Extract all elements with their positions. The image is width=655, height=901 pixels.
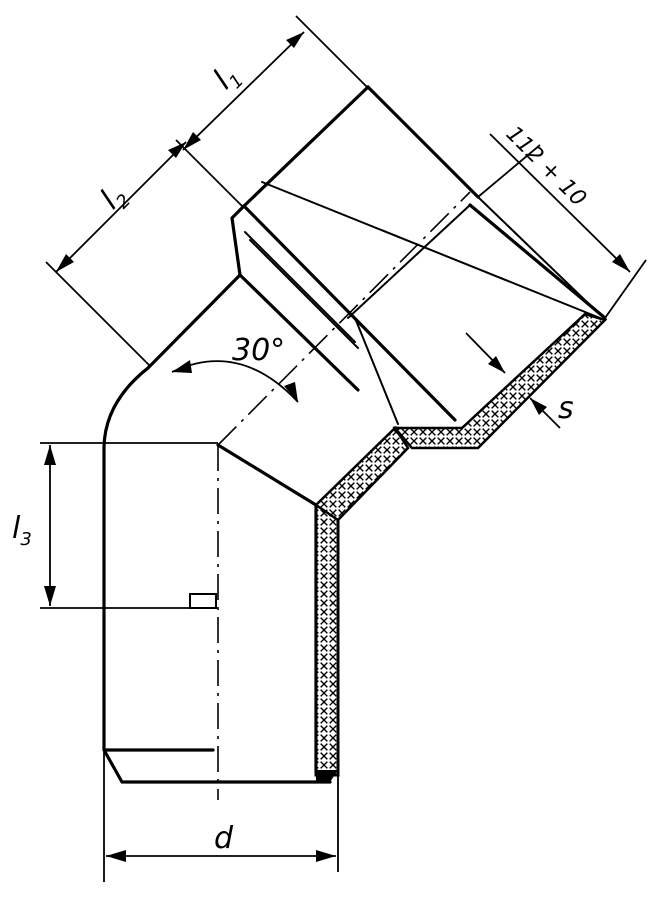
- l3-arrow-bottom: [44, 586, 56, 606]
- dim-d: d: [103, 752, 339, 882]
- socket-wall-hatch: [392, 312, 608, 450]
- socket-ring-line: [261, 181, 601, 319]
- socket-outer-top: [242, 85, 370, 208]
- socket-mid-line: [354, 317, 399, 425]
- dim-112-arrow-bottom: [612, 254, 630, 272]
- l1-arrow-bottom: [183, 132, 201, 150]
- l2-arrow-bottom: [56, 254, 74, 272]
- label-l3: l3: [12, 511, 32, 550]
- socket-branch: [146, 85, 608, 507]
- bottom-end-chamfer: [102, 748, 332, 784]
- vertical-wall-hatch: [314, 503, 340, 777]
- angle-arrow-left: [172, 360, 192, 373]
- socket-end-outer: [366, 85, 480, 199]
- elbow-outer-curve: [102, 366, 150, 752]
- label-d: d: [214, 821, 234, 856]
- l2-arrow-top: [168, 142, 186, 158]
- dim-112-line: [489, 133, 631, 273]
- l1-extension-left: [175, 139, 245, 209]
- elbow-join-line: [216, 443, 318, 507]
- bottom-wall-fill: [316, 770, 338, 782]
- dim-112-10: 112 + 10: [477, 122, 647, 319]
- socket-mouth-line: [146, 273, 242, 370]
- l2-dim-line: [55, 141, 187, 273]
- socket-shoulder-line: [242, 204, 457, 422]
- socket-chamfer: [230, 204, 246, 277]
- socket-mid-cross: [347, 204, 471, 319]
- stop-lug: [189, 593, 217, 609]
- socket-top-parallel: [477, 196, 591, 306]
- s-arrow-bottom: [530, 398, 547, 415]
- d-arrow-right: [316, 850, 336, 862]
- l1-extension-right: [295, 15, 373, 93]
- socket-end-inner: [468, 203, 607, 320]
- d-arrow-left: [106, 850, 126, 862]
- l1-arrow-top: [286, 32, 304, 48]
- socket-inner-line-2: [249, 239, 359, 349]
- dim-112-extension-bottom: [604, 259, 647, 319]
- socket-collar-edge: [238, 273, 360, 392]
- angle-arrow-right: [284, 382, 298, 402]
- dim-l3: l3: [12, 445, 56, 606]
- label-s: s: [558, 391, 574, 426]
- center-axes: [217, 191, 471, 800]
- dim-s: s: [465, 332, 574, 429]
- dim-angle: 30°: [171, 333, 299, 403]
- dim-l2: l2: [45, 141, 187, 367]
- dim-112-extension-top: [477, 144, 541, 198]
- wall-to-elbow-hatch: [314, 426, 410, 522]
- branch-axis: [217, 191, 471, 446]
- vertical-pipe: [40, 366, 410, 784]
- s-arrow-top: [488, 356, 505, 373]
- l2-extension-left: [45, 261, 151, 367]
- socket-inner-line-1: [244, 231, 356, 343]
- l3-arrow-top: [44, 445, 56, 465]
- label-angle: 30°: [232, 333, 285, 368]
- l1-dim-line: [182, 31, 305, 151]
